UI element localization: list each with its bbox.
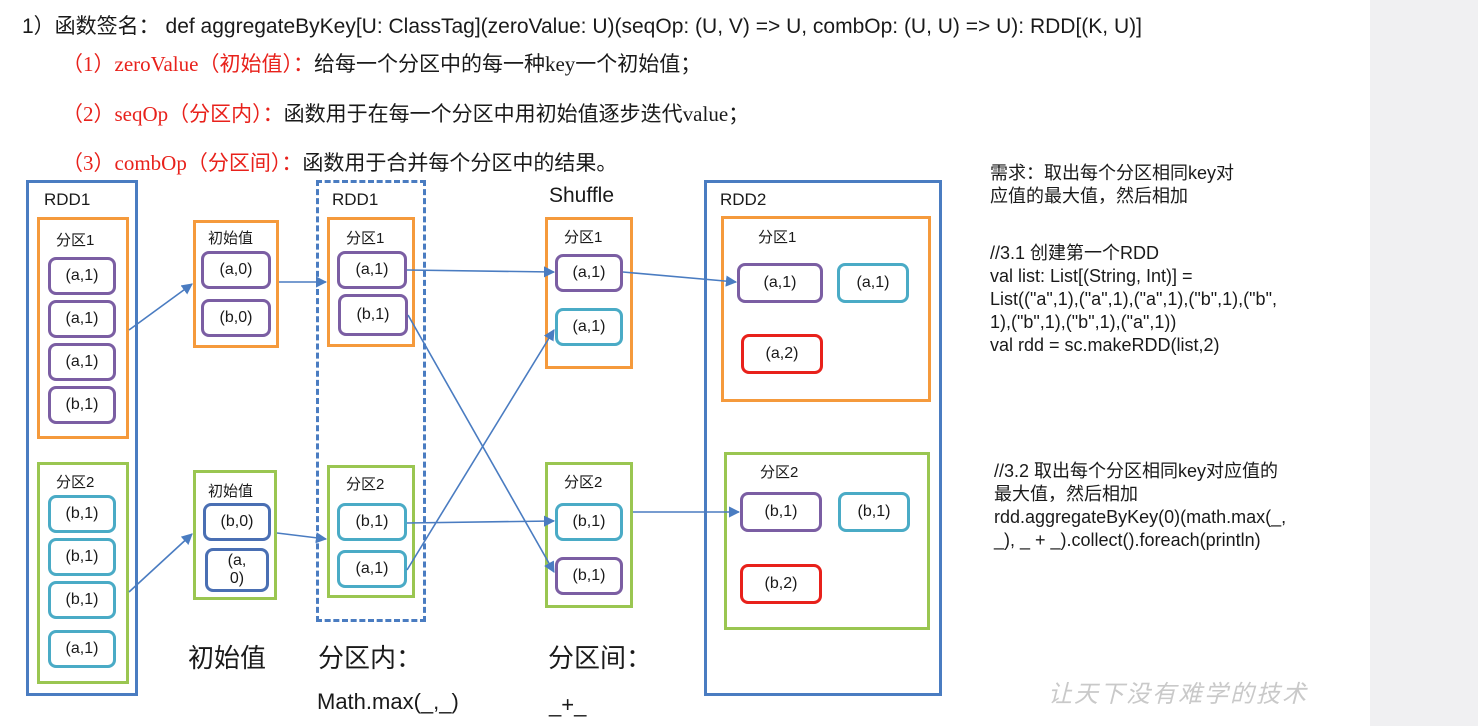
shuffle-p2-item: (b,1) [555, 503, 623, 541]
rdd1-p2-item: (b,1) [48, 538, 116, 576]
rdd1-p1-item: (a,1) [48, 343, 116, 381]
rdd1-partition2 [37, 462, 129, 684]
rdd2-partition2-label: 分区2 [760, 464, 799, 481]
rdd1-partition1 [37, 217, 129, 439]
rdd1-p1-item: (a,1) [48, 257, 116, 295]
param-combop-name: （3）combOp（分区间）： [62, 151, 303, 175]
rdd2-p2-item: (b,1) [838, 492, 910, 532]
arrow-within-b1b-to-shuffle [406, 515, 556, 527]
bottom-between-label: 分区间： [548, 644, 653, 673]
shuffle-title: Shuffle [549, 184, 614, 207]
rdd2-p1-result: (a,2) [741, 334, 823, 374]
rdd1-source-title: RDD1 [44, 190, 91, 209]
param-zerovalue-name: （1）zeroValue（初始值）： [62, 52, 314, 76]
rdd1-within-p1-item: (a,1) [337, 251, 407, 289]
arrow-rdd1p1-to-init [128, 283, 193, 331]
rdd2-partition1-label: 分区1 [758, 229, 797, 246]
init-bottom-box [193, 470, 277, 600]
rdd1-source-container [26, 180, 138, 696]
init-top-item: (b,0) [201, 299, 271, 337]
rdd2-partition2 [724, 452, 930, 630]
code-block-aggregate: //3.2 取出每个分区相同key对应值的 最大值，然后相加 rdd.aggre… [994, 461, 1287, 550]
param-combop: （3）combOp（分区间）：函数用于合并每个分区中的结果。 [62, 147, 617, 177]
shuffle-p1-item: (a,1) [555, 308, 623, 346]
rdd1-p1-item: (a,1) [48, 300, 116, 338]
watermark: 让天下没有难学的技术 [1048, 680, 1308, 708]
bottom-within-label: 分区内： [318, 644, 423, 673]
rdd1-partition2-label: 分区2 [56, 474, 95, 491]
rdd1-within-p2-item: (a,1) [337, 550, 407, 588]
shuffle-partition2-label: 分区2 [564, 474, 603, 491]
shuffle-p2-item: (b,1) [555, 557, 623, 595]
arrow-within-a1-to-shuffle [406, 266, 556, 278]
arrow-within-a1b-to-shuffle [406, 329, 555, 571]
param-combop-desc: 函数用于合并每个分区中的结果。 [302, 151, 618, 175]
rdd2-p2-result: (b,2) [740, 564, 822, 604]
bottom-between-func: _+_ [549, 692, 587, 717]
rdd2-container [704, 180, 942, 696]
init-bottom-item: (b,0) [203, 503, 271, 541]
rdd2-p1-item: (a,1) [737, 263, 823, 303]
param-seqop: （2）seqOp（分区内）：函数用于在每一个分区中用初始值逐步迭代value； [62, 98, 749, 128]
init-top-box [193, 220, 279, 348]
shuffle-partition1 [545, 217, 633, 369]
requirement-note: 需求：取出每个分区相同key对 应值的最大值，然后相加 [990, 163, 1235, 206]
arrow-rdd1p2-to-init [128, 533, 193, 593]
rdd1-p2-item: (b,1) [48, 495, 116, 533]
rdd1-p2-item: (a,1) [48, 630, 116, 668]
rdd1-within-p2-item: (b,1) [337, 503, 407, 541]
rdd2-partition1 [721, 216, 931, 402]
init-top-item: (a,0) [201, 251, 271, 289]
right-sidebar [1370, 0, 1478, 726]
init-bottom-item: (a, 0) [205, 548, 269, 592]
param-seqop-desc: 函数用于在每一个分区中用初始值逐步迭代value； [283, 102, 750, 126]
rdd1-within-p1-item: (b,1) [338, 294, 408, 336]
rdd1-p1-item: (b,1) [48, 386, 116, 424]
rdd1-within-title: RDD1 [332, 190, 379, 209]
bottom-init-label: 初始值 [188, 644, 267, 673]
rdd1-within-partition1 [327, 217, 415, 347]
param-zerovalue-desc: 给每一个分区中的每一种key一个初始值； [313, 52, 702, 76]
bottom-within-func: Math.max(_,_) [317, 689, 459, 714]
rdd2-p1-item: (a,1) [837, 263, 909, 303]
code-block-create-rdd: //3.1 创建第一个RDD val list: List[(String, I… [990, 243, 1277, 355]
rdd1-p2-item: (b,1) [48, 581, 116, 619]
param-zerovalue: （1）zeroValue（初始值）：给每一个分区中的每一种key一个初始值； [62, 48, 701, 78]
rdd1-within-partition2-label: 分区2 [346, 476, 385, 493]
function-signature: 1）函数签名： def aggregateByKey[U: ClassTag](… [22, 15, 1142, 38]
param-seqop-name: （2）seqOp（分区内）： [62, 102, 284, 126]
rdd1-partition1-label: 分区1 [56, 232, 95, 249]
shuffle-partition1-label: 分区1 [564, 229, 603, 246]
arrow-within-b1-to-shuffle [407, 314, 555, 573]
init-bottom-label: 初始值 [208, 483, 254, 500]
rdd1-within-partition1-label: 分区1 [346, 230, 385, 247]
rdd2-p2-item: (b,1) [740, 492, 822, 532]
shuffle-p1-item: (a,1) [555, 254, 623, 292]
init-top-label: 初始值 [208, 230, 254, 247]
rdd2-title: RDD2 [720, 190, 767, 209]
